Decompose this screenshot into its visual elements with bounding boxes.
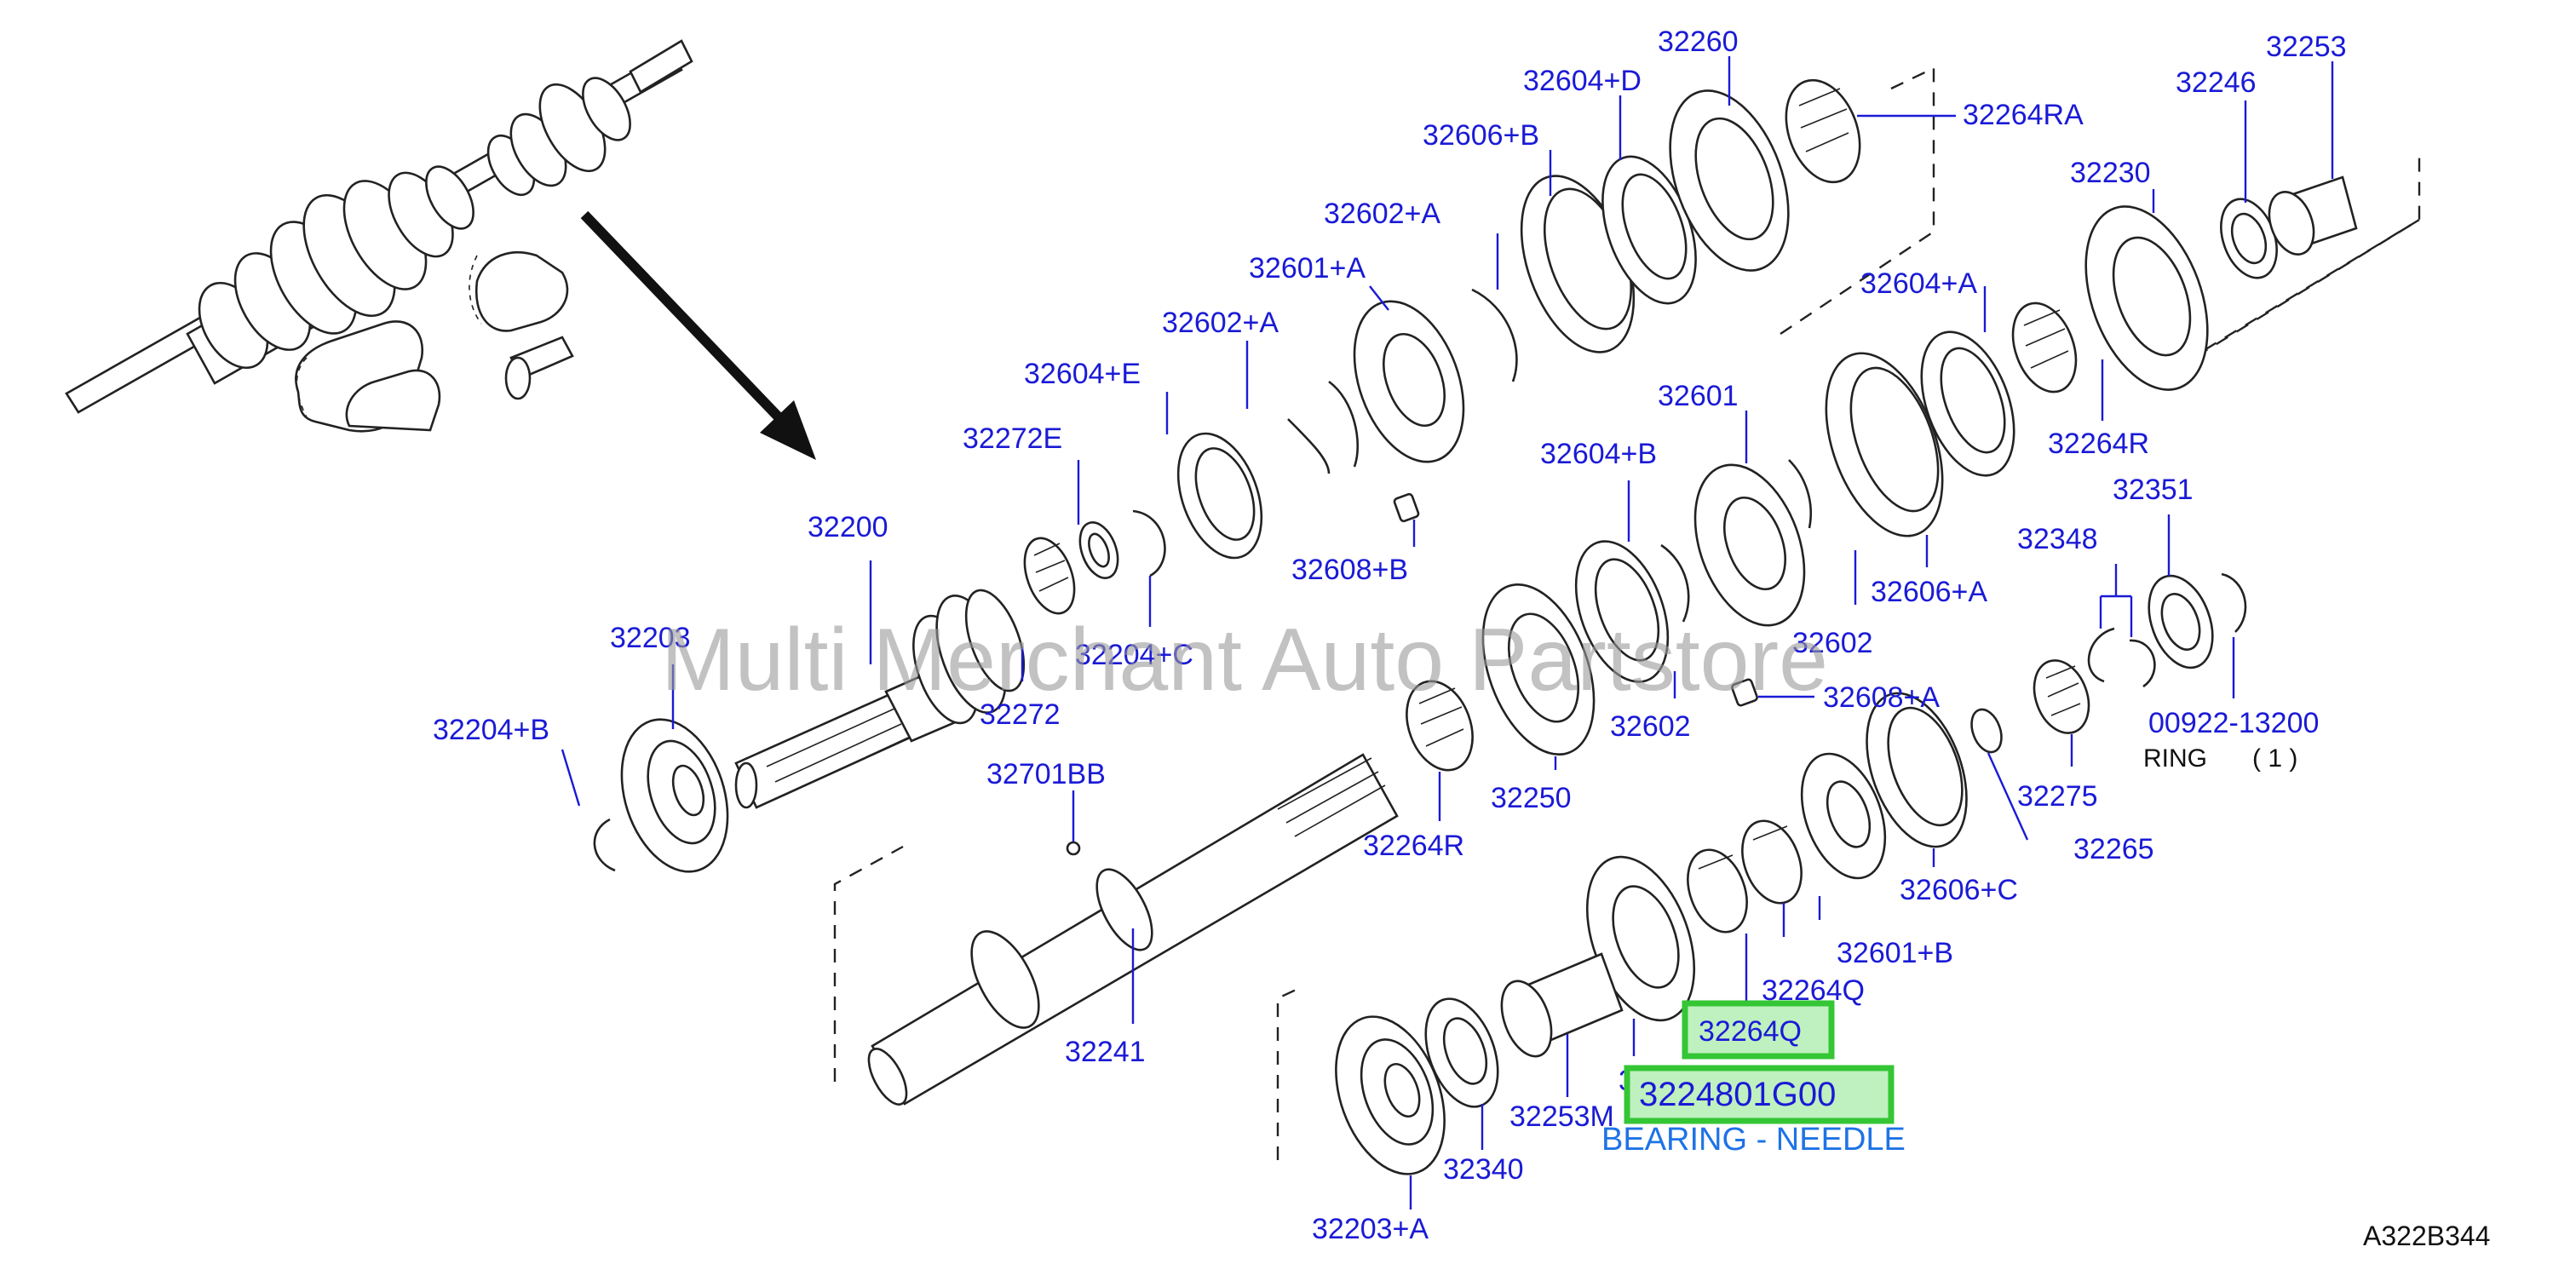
callout-32701bb[interactable]: 32701BB [986,758,1106,790]
callout-32272[interactable]: 32272 [980,698,1061,731]
callout-32604-a[interactable]: 32604+A [1860,267,1977,300]
callout-32606-a[interactable]: 32606+A [1871,576,1987,608]
callout-32601-a[interactable]: 32601+A [1249,252,1366,284]
callout-32604-e[interactable]: 32604+E [1024,358,1141,390]
leader-lines [561,56,2334,1209]
callout-32264ra[interactable]: 32264RA [1963,99,2084,131]
callout-32348[interactable]: 32348 [2017,523,2098,555]
callout-32604-d[interactable]: 32604+D [1523,65,1642,97]
callout-32601[interactable]: 32601 [1658,380,1739,412]
callout-32351[interactable]: 32351 [2113,474,2194,506]
ring-quantity: ( 1 ) [2252,744,2297,773]
callout-32601-b[interactable]: 32601+B [1837,937,1953,969]
callout-32204-b[interactable]: 32204+B [433,714,549,746]
callout-32275[interactable]: 32275 [2017,780,2098,813]
assembly-overview-illustration [65,39,693,433]
highlight-box-part-code[interactable] [1682,1000,1835,1060]
callout-32608-a[interactable]: 32608+A [1823,681,1940,714]
callout-32264r-right[interactable]: 32264R [2048,428,2149,460]
diagram-code: A322B344 [2363,1221,2490,1251]
callout-32204-c[interactable]: 32204+C [1075,639,1193,671]
callout-32246[interactable]: 32246 [2176,66,2257,99]
callout-32265[interactable]: 32265 [2073,833,2154,865]
callout-32602-a-top[interactable]: 32602+A [1324,198,1440,230]
callout-32606-c[interactable]: 32606+C [1900,874,2018,906]
callout-32253m[interactable]: 32253M [1509,1100,1614,1133]
callout-32602-low[interactable]: 32602 [1610,710,1691,743]
direction-arrow [580,210,816,460]
callout-32200[interactable]: 32200 [808,511,888,543]
callout-32340[interactable]: 32340 [1443,1153,1524,1186]
highlighted-part: 32264Q 3224801G00 BEARING - NEEDLE [1601,1000,1906,1158]
callout-32250[interactable]: 32250 [1491,782,1572,814]
callout-32260[interactable]: 32260 [1658,26,1739,58]
callout-32602-a-left[interactable]: 32602+A [1162,307,1279,339]
callout-32230[interactable]: 32230 [2070,157,2151,189]
callout-32203-a[interactable]: 32203+A [1312,1213,1429,1245]
highlight-part-code[interactable]: 32264Q [1699,1015,1802,1048]
callout-32606-b[interactable]: 32606+B [1423,119,1539,152]
callout-labels: 32260 32604+D 32264RA 32246 32253 32606+… [433,26,2347,1245]
callout-32608-b[interactable]: 32608+B [1291,554,1408,586]
callout-00922-13200[interactable]: 00922-13200 [2148,707,2319,739]
callout-32253[interactable]: 32253 [2266,31,2347,63]
highlight-part-description: BEARING - NEEDLE [1601,1122,1906,1158]
highlight-box-part-number[interactable] [1624,1065,1895,1124]
callout-32604-b[interactable]: 32604+B [1540,438,1657,470]
callout-32241[interactable]: 32241 [1065,1036,1146,1068]
store-watermark: Multi Merchant Auto Partstore [661,611,1828,710]
ring-label: RING [2143,744,2207,773]
parts [593,78,2358,1175]
callout-32203[interactable]: 32203 [610,622,691,654]
callout-32602-mid[interactable]: 32602 [1792,627,1873,659]
callout-32264r-left[interactable]: 32264R [1363,830,1464,862]
callout-32272e[interactable]: 32272E [963,422,1062,455]
highlight-part-number[interactable]: 3224801G00 [1639,1076,1836,1113]
